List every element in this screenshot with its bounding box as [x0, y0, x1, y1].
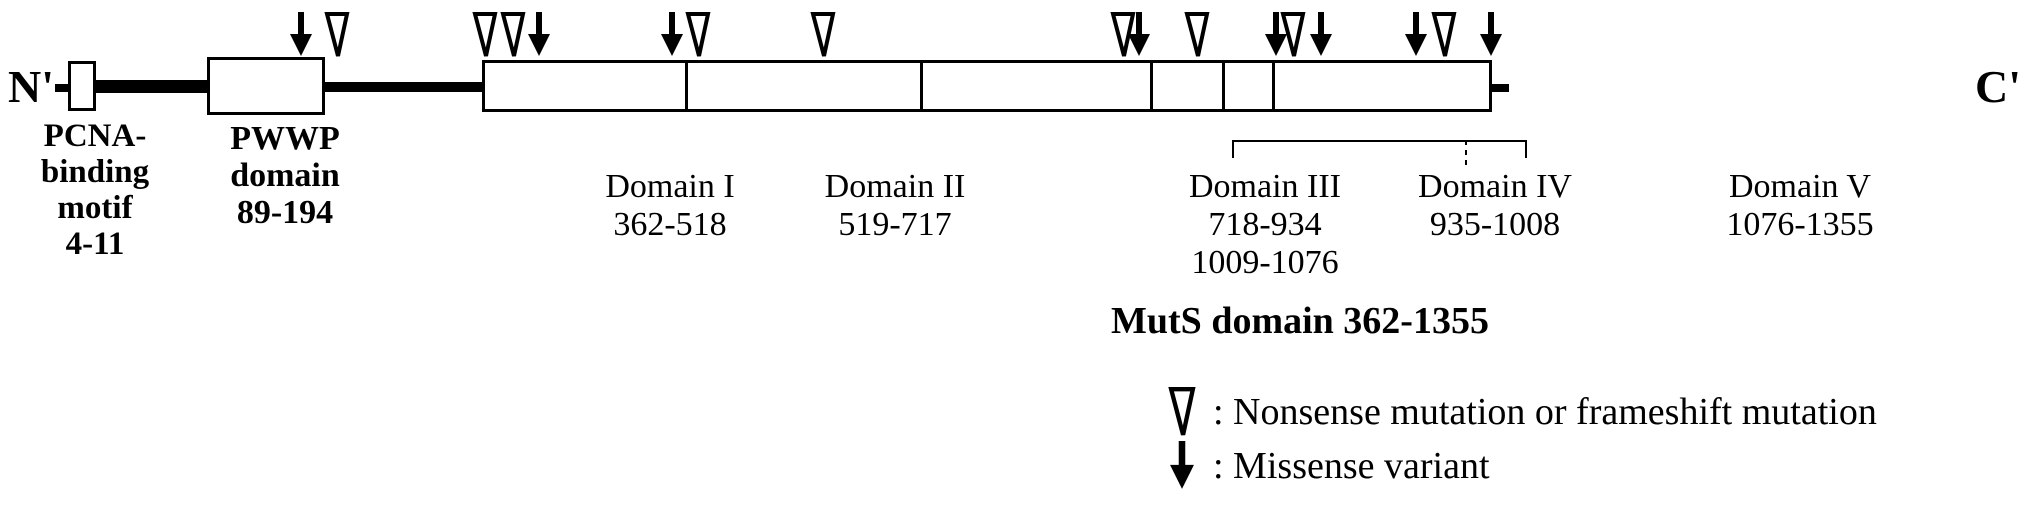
- domain-label-pcna: PCNA- binding motif 4-11: [40, 118, 150, 262]
- marker-missense: [1261, 12, 1291, 58]
- marker-nonsense: [683, 12, 713, 58]
- muts-domain-label: MutS domain 362-1355: [1111, 300, 1489, 342]
- marker-missense: [286, 12, 316, 58]
- domain-divider-5: [1272, 60, 1275, 112]
- domain-label-pwwp: PWWP domain 89-194: [230, 120, 340, 231]
- domain-box-pcna: [68, 61, 96, 111]
- marker-nonsense: [1278, 12, 1308, 58]
- domain-divider-3: [1150, 60, 1153, 112]
- marker-nonsense: [1429, 12, 1459, 58]
- filled-arrow-marker-icon: [1165, 441, 1199, 491]
- domain-box-pwwp: [207, 57, 325, 115]
- marker-missense: [657, 12, 687, 58]
- hollow-triangle-marker-icon: [1165, 387, 1199, 437]
- domain-label-v: Domain V 1076-1355: [1726, 168, 1874, 243]
- legend-label-nonsense: : Nonsense mutation or frameshift mutati…: [1213, 391, 1877, 433]
- marker-missense: [1124, 12, 1154, 58]
- marker-missense: [1401, 12, 1431, 58]
- marker-nonsense: [1182, 12, 1212, 58]
- marker-missense: [524, 12, 554, 58]
- legend: : Nonsense mutation or frameshift mutati…: [1165, 385, 1877, 493]
- domain-box-muts-region: [482, 60, 1492, 112]
- domain-divider-1: [685, 60, 688, 112]
- n-terminus-label: N': [8, 61, 54, 112]
- domain-label-i: Domain I 362-518: [605, 168, 735, 243]
- marker-nonsense: [808, 12, 838, 58]
- legend-item-nonsense: : Nonsense mutation or frameshift mutati…: [1165, 385, 1877, 439]
- domain-label-iii: Domain III 718-934 1009-1076: [1188, 168, 1341, 281]
- marker-nonsense: [322, 12, 352, 58]
- legend-item-missense: : Missense variant: [1165, 439, 1877, 493]
- domain-label-iv: Domain IV 935-1008: [1418, 168, 1572, 243]
- marker-missense: [1306, 12, 1336, 58]
- backbone-segment-c-stub: [1489, 84, 1509, 92]
- domain-label-ii: Domain II 519-717: [824, 168, 966, 243]
- legend-label-missense: : Missense variant: [1213, 445, 1490, 487]
- domain-iii-bracket: [1232, 140, 1527, 158]
- backbone-segment-n-stub: [55, 84, 71, 92]
- backbone-segment-1: [93, 80, 211, 93]
- marker-nonsense: [498, 12, 528, 58]
- c-terminus-label: C': [1975, 61, 2021, 112]
- backbone-segment-2: [322, 82, 484, 92]
- marker-nonsense: [470, 12, 500, 58]
- domain-divider-4: [1222, 60, 1225, 112]
- marker-missense: [1476, 12, 1506, 58]
- domain-iv-leader-line: [1465, 140, 1467, 166]
- domain-divider-2: [920, 60, 923, 112]
